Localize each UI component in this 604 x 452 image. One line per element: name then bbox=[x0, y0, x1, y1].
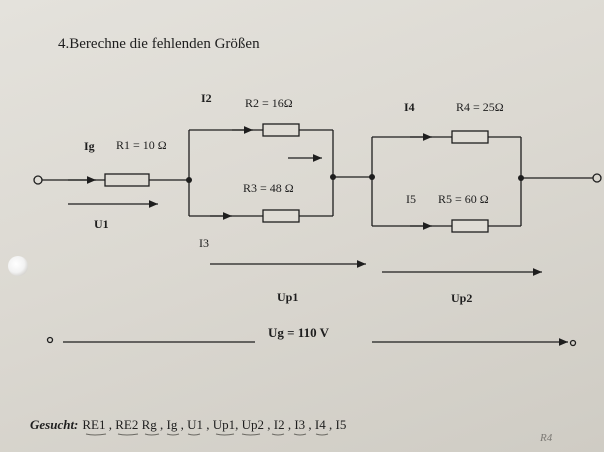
gesucht-items: RE1 , RE2 Rg , Ig , U1 , Up1, Up2 , I2 ,… bbox=[82, 417, 347, 432]
label-i3: I3 bbox=[199, 236, 209, 250]
label-up1: Up1 bbox=[277, 290, 299, 304]
label-r3: R3 = 48 Ω bbox=[243, 181, 294, 195]
resistor-r3 bbox=[262, 209, 300, 223]
label-r1: R1 = 10 Ω bbox=[116, 138, 167, 152]
resistor-r5 bbox=[451, 219, 489, 233]
handwritten-note: R4 bbox=[540, 432, 553, 444]
node-middle-right bbox=[369, 174, 375, 180]
resistor-r1 bbox=[104, 173, 150, 187]
input-terminal bbox=[33, 175, 43, 185]
resistor-r2 bbox=[262, 123, 300, 137]
label-r5: R5 = 60 Ω bbox=[438, 192, 489, 206]
label-ug: Ug = 110 V bbox=[268, 325, 329, 340]
label-r4: R4 = 25Ω bbox=[456, 100, 504, 114]
node-right bbox=[518, 175, 524, 181]
gesucht-underlines bbox=[85, 433, 329, 436]
node-left bbox=[186, 177, 192, 183]
resistor-r4 bbox=[451, 130, 489, 144]
output-terminal bbox=[592, 173, 602, 183]
label-r2: R2 = 16Ω bbox=[245, 96, 293, 110]
label-up2: Up2 bbox=[451, 291, 473, 305]
ug-left-terminal bbox=[46, 336, 54, 344]
label-i4: I4 bbox=[404, 100, 415, 114]
ug-right-terminal bbox=[569, 339, 577, 347]
label-ig: Ig bbox=[84, 139, 95, 153]
node-middle-left bbox=[330, 174, 336, 180]
gesucht-line: Gesucht:RE1 , RE2 Rg , Ig , U1 , Up1, Up… bbox=[30, 418, 346, 431]
gesucht-label: Gesucht: bbox=[30, 417, 79, 432]
label-u1: U1 bbox=[94, 217, 109, 231]
label-i2: I2 bbox=[201, 91, 212, 105]
label-i5: I5 bbox=[406, 192, 416, 206]
paper-hole bbox=[8, 256, 28, 276]
task-title: 4.Berechne die fehlenden Größen bbox=[58, 36, 260, 52]
